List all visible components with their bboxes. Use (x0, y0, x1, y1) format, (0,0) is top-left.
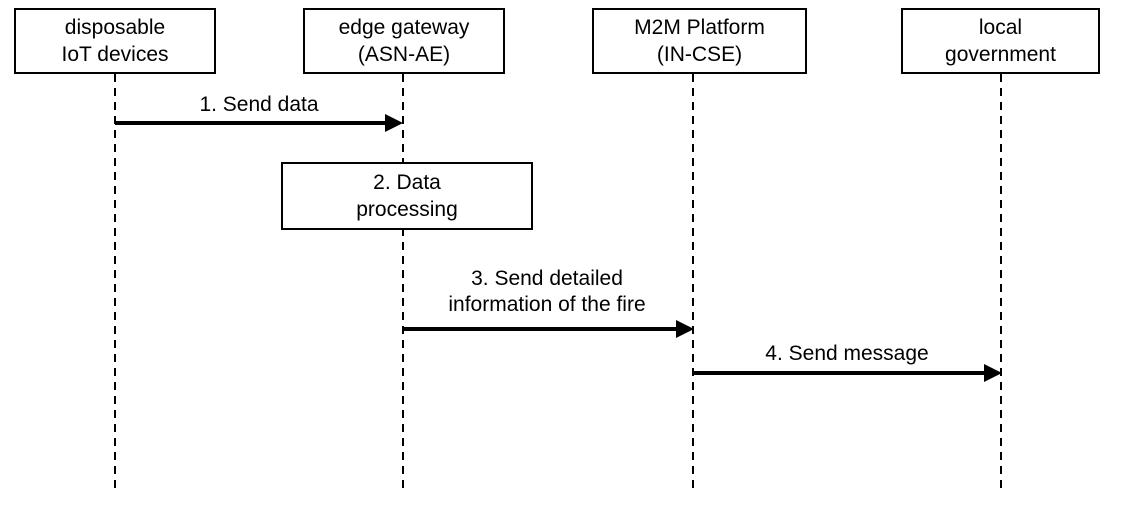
lifeline-m2m-platform (692, 74, 694, 490)
actor-box-m2m-platform: M2M Platform (IN-CSE) (592, 8, 807, 74)
process-box-data-processing: 2. Data processing (281, 162, 533, 230)
message-arrow-1 (115, 121, 387, 125)
actor-label-line: local (978, 16, 1023, 39)
actor-box-edge-gateway: edge gateway (ASN-AE) (303, 8, 505, 74)
actor-label-line: disposable (64, 16, 166, 39)
message-label-4: 4. Send message (765, 342, 929, 365)
actor-label-line: M2M Platform (634, 16, 765, 39)
message-label-line: 3. Send detailed (471, 267, 623, 290)
actor-box-local-government: local government (901, 8, 1100, 74)
process-label-line: 2. Data (373, 171, 441, 194)
message-arrow-3 (403, 327, 676, 331)
message-arrow-4 (693, 371, 984, 375)
message-label-line: information of the fire (448, 293, 646, 316)
message-label-1: 1. Send data (199, 93, 319, 116)
actor-label-line: (IN-CSE) (656, 43, 743, 66)
process-label-line: processing (356, 198, 458, 221)
arrowhead-right-icon (984, 364, 1002, 382)
actor-label-line: government (945, 43, 1056, 66)
message-label-3: 3. Send detailed information of the fire (387, 266, 707, 318)
actor-label-line: edge gateway (338, 16, 470, 39)
actor-label-line: IoT devices (61, 43, 169, 66)
lifeline-edge-gateway (402, 74, 404, 490)
lifeline-disposable-iot-devices (114, 74, 116, 490)
lifeline-local-government (1000, 74, 1002, 490)
actor-box-disposable-iot-devices: disposable IoT devices (14, 8, 216, 74)
arrowhead-right-icon (385, 114, 403, 132)
arrowhead-right-icon (676, 320, 694, 338)
actor-label-line: (ASN-AE) (357, 43, 451, 66)
